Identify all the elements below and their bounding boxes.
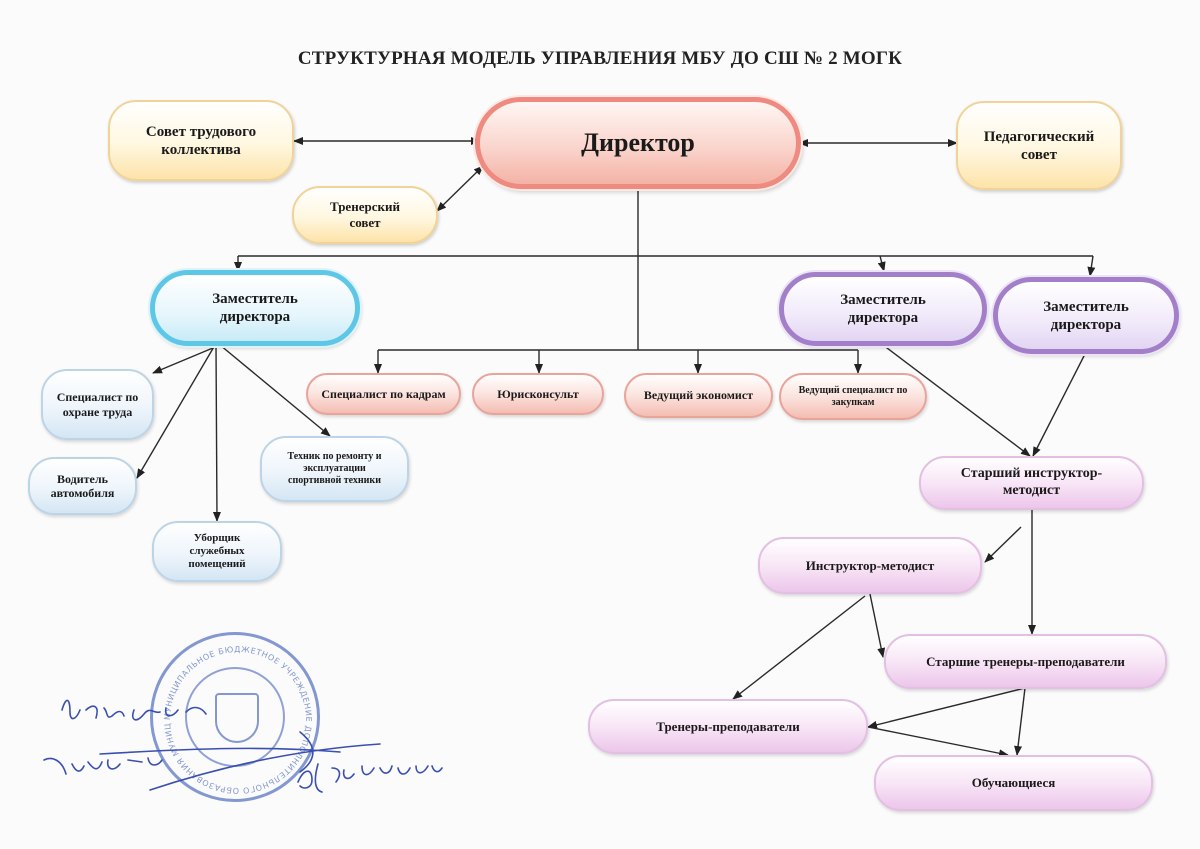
instructor-box: Инструктор-методист xyxy=(758,537,982,594)
deputy-right-box: Заместитель директора xyxy=(993,277,1179,354)
link-right-deputy-senior-instructor xyxy=(1032,353,1086,457)
link-mid-deputy-senior-instructor xyxy=(882,344,1031,457)
senior-coaches-box: Старшие тренеры-преподаватели xyxy=(884,634,1167,689)
deputy-left-box: Заместитель директора xyxy=(150,270,360,346)
deputy-mid-box: Заместитель директора xyxy=(779,272,987,346)
link-director-coach-council xyxy=(436,165,484,212)
link-deputy-labor-safety xyxy=(152,344,221,374)
director-box: Директор xyxy=(475,97,801,189)
link-instructor-coaches xyxy=(732,595,866,700)
labor-safety-box: Специалист по охране труда xyxy=(41,369,154,440)
signer-handwriting xyxy=(43,757,163,775)
senior-instructor-box: Старший инструктор-методист xyxy=(919,456,1144,510)
link-deputy-driver xyxy=(136,344,216,479)
coach-council-box: Тренерский совет xyxy=(292,186,438,244)
coaches-box: Тренеры-преподаватели xyxy=(588,699,868,754)
link-coaches-students xyxy=(867,726,1009,758)
link-deputy-technician xyxy=(219,344,331,437)
legal-counsel-box: Юрисконсульт xyxy=(472,373,604,415)
stamp-ring-text: МУНИЦИПАЛЬНОЕ БЮДЖЕТНОЕ УЧРЕЖДЕНИЕ ДОПОЛ… xyxy=(153,635,312,795)
driver-box: Водитель автомобиля xyxy=(28,457,137,515)
coat-of-arms-icon xyxy=(215,693,259,743)
labor-council-box: Совет трудового коллектива xyxy=(108,100,294,181)
diagram-title: СТРУКТУРНАЯ МОДЕЛЬ УПРАВЛЕНИЯ МБУ ДО СШ … xyxy=(297,48,903,69)
official-stamp: МУНИЦИПАЛЬНОЕ БЮДЖЕТНОЕ УЧРЕЖДЕНИЕ ДОПОЛ… xyxy=(150,632,320,802)
ped-council-box: Педагогический совет xyxy=(956,101,1122,190)
signature-flourish xyxy=(99,731,381,791)
link-senior-instructor-instructor xyxy=(984,526,1022,563)
link-deputy-cleaner xyxy=(212,344,221,522)
name-handwriting xyxy=(297,763,443,793)
technician-box: Техник по ремонту и эксплуатации спортив… xyxy=(260,436,409,502)
students-box: Обучающиеся xyxy=(874,755,1153,811)
approval-handwriting xyxy=(61,699,207,721)
procurement-specialist-box: Ведущий специалист по закупкам xyxy=(779,373,927,420)
link-senior-coaches-coaches xyxy=(867,687,1026,729)
link-instructor-senior-coaches xyxy=(869,593,886,658)
economist-box: Ведущий экономист xyxy=(624,373,773,418)
link-senior-coaches-students xyxy=(1014,687,1026,756)
cleaner-box: Уборщик служебных помещений xyxy=(152,521,282,582)
hr-specialist-box: Специалист по кадрам xyxy=(306,373,461,415)
